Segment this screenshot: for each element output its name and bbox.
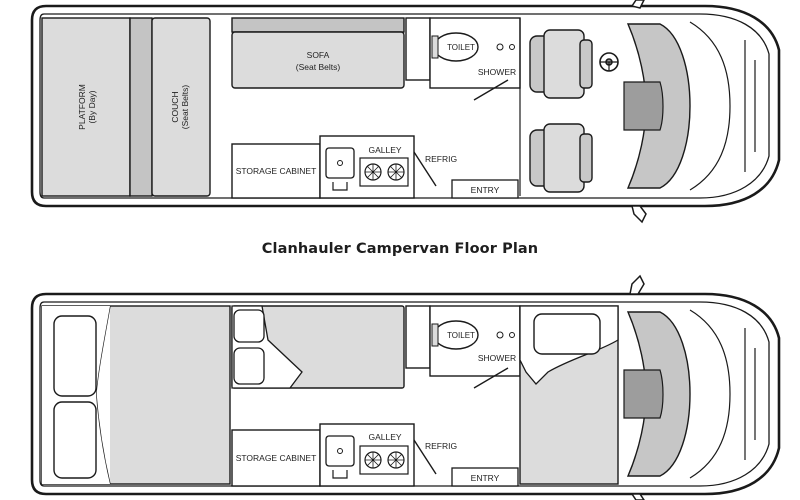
mirror-bottom-icon xyxy=(631,205,647,224)
galley-label: GALLEY xyxy=(368,432,401,442)
sink-drain-icon xyxy=(337,448,343,454)
cab-hood-lines xyxy=(689,309,756,479)
refrig-leader-line xyxy=(413,439,437,475)
platform-label: PLATFORM xyxy=(77,84,87,130)
faucet-icon xyxy=(332,470,348,479)
refrig-label: REFRIG xyxy=(425,441,457,451)
toilet-label: TOILET xyxy=(447,331,475,340)
driver-seat-icon xyxy=(529,29,593,99)
mirror-bottom-icon xyxy=(630,493,645,500)
dash-center-console xyxy=(623,369,664,419)
toilet-tank xyxy=(431,323,439,347)
floor-plan-top xyxy=(30,0,781,224)
shower-label: SHOWER xyxy=(478,353,516,363)
galley-label: GALLEY xyxy=(368,145,401,155)
sofa-back xyxy=(231,17,405,33)
floor-plan-bottom xyxy=(30,274,781,500)
couch-back xyxy=(129,17,153,197)
passenger-seat-icon xyxy=(529,123,593,193)
floor-plan-top-labels: PLATFORM (By Day) COUCH (Seat Belts) SOF… xyxy=(77,43,516,195)
storage-cabinet-label: STORAGE CABINET xyxy=(236,453,317,463)
van-inner-wall xyxy=(39,13,770,199)
platform-sublabel: (By Day) xyxy=(87,90,97,123)
floor-plan-bottom-labels: TOILET SHOWER STORAGE CABINET GALLEY REF… xyxy=(236,331,516,483)
shower-label: SHOWER xyxy=(478,67,516,77)
van-body-outline xyxy=(30,4,781,208)
burner-right-grate xyxy=(388,164,404,180)
dash-center-console xyxy=(623,81,664,131)
entry-step xyxy=(451,179,519,199)
diagram-title: Clanhauler Campervan Floor Plan xyxy=(261,241,539,257)
van-inner-wall xyxy=(39,301,770,487)
entry-step xyxy=(451,467,519,487)
toilet-label: TOILET xyxy=(447,43,475,52)
toilet-tank xyxy=(431,35,439,59)
refrig-leader-line xyxy=(413,151,437,187)
side-pillow-bottom xyxy=(233,347,265,385)
galley-sink-icon xyxy=(325,147,355,179)
shower-leader-line xyxy=(473,79,509,101)
bathroom-wall xyxy=(405,17,431,81)
burner-left-grate xyxy=(365,452,381,468)
front-bed-pillow xyxy=(533,313,601,355)
faucet-icon xyxy=(332,182,348,191)
shower-head-icon xyxy=(509,44,515,50)
bathroom-wall xyxy=(405,305,431,369)
burner-right-grate xyxy=(388,452,404,468)
entry-label: ENTRY xyxy=(471,473,500,483)
sink-drain-icon xyxy=(337,160,343,166)
couch-seat xyxy=(151,17,211,197)
entry-label: ENTRY xyxy=(471,185,500,195)
couch-label: COUCH xyxy=(170,91,180,122)
sofa-seat xyxy=(231,31,405,89)
pillow-top xyxy=(53,315,97,397)
storage-cabinet-label: STORAGE CABINET xyxy=(236,166,317,176)
side-pillow-top xyxy=(233,309,265,343)
shower-leader-line xyxy=(473,367,509,389)
refrig-label: REFRIG xyxy=(425,154,457,164)
couch-sublabel: (Seat Belts) xyxy=(180,85,190,130)
mirror-top-icon xyxy=(630,0,645,9)
sofa-label: SOFA xyxy=(307,50,330,60)
pillow-bottom xyxy=(53,401,97,479)
van-body-outline xyxy=(30,292,781,496)
mirror-top-icon xyxy=(629,274,645,295)
galley-sink-icon xyxy=(325,435,355,467)
shower-head-icon xyxy=(509,332,515,338)
shower-drain-icon xyxy=(496,43,504,51)
steering-wheel-icon xyxy=(599,52,619,72)
sofa-sublabel: (Seat Belts) xyxy=(296,62,341,72)
shower-drain-icon xyxy=(496,331,504,339)
burner-left-grate xyxy=(365,164,381,180)
platform-bed xyxy=(41,17,131,197)
storage-cabinet xyxy=(231,429,321,487)
cab-hood-lines xyxy=(689,21,756,191)
